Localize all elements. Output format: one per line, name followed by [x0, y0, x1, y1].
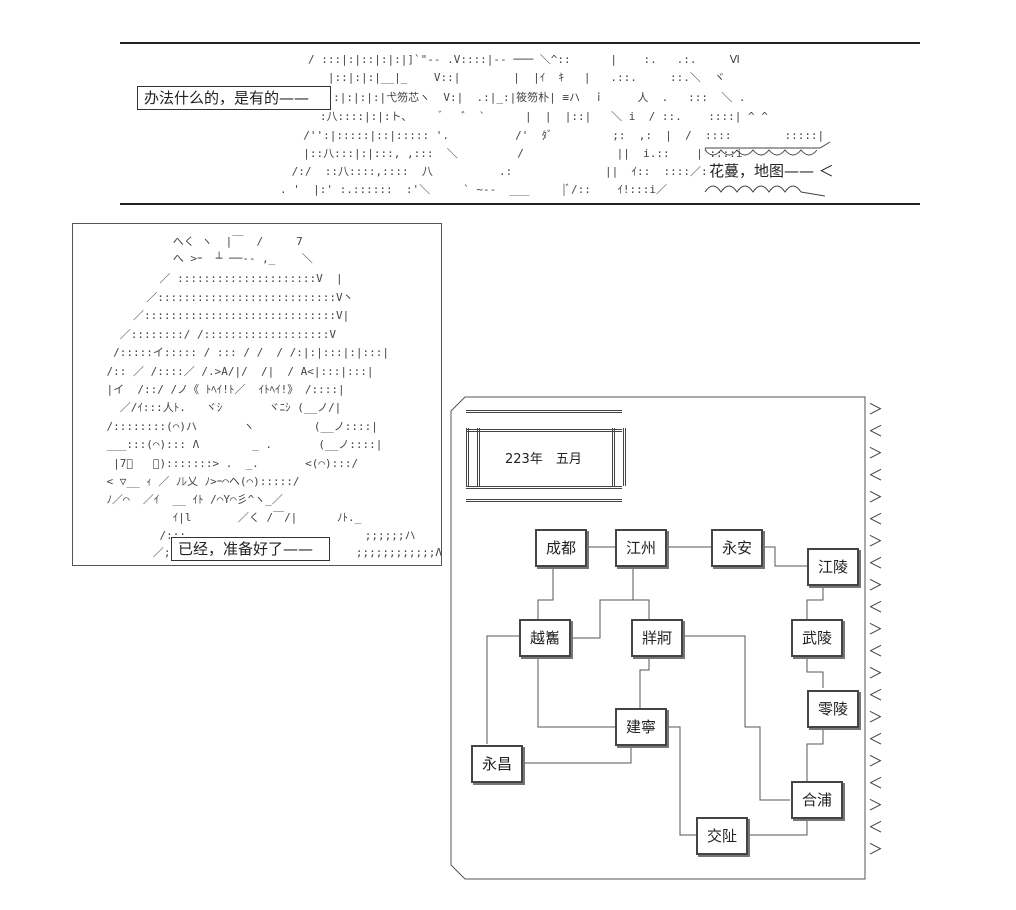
banner-art-line: :八::::|:|:ト、 ゙ ゛ ` | | |::| ＼ i / ::. ::…	[300, 110, 768, 123]
banner-art-line: . ' |:' :.:::::: :'＼ ` ~-- ___ |ﾞ/:: ｲ!:…	[280, 183, 667, 196]
map-right-zigzag: ＞ ＜ ＞ ＜ ＞ ＜ ＞ ＜ ＞ ＜ ＞ ＜ ＞ ＜ ＞ ＜ ＞ ＜ ＞ ＜ …	[868, 400, 884, 858]
node-yongchang: 永昌	[471, 745, 523, 783]
node-jiangzhou: 江州	[615, 529, 667, 567]
ruffle-decoration	[704, 141, 831, 197]
portrait-art-line: ／ :::::::::::::::::::::V |	[80, 272, 343, 285]
portrait-art-line: /::::::::(⌒)ハ ヽ (__ノ::::|	[80, 420, 378, 433]
route-jianning-yongchang	[520, 745, 632, 764]
route-jiangzhou-yuesui	[569, 566, 634, 639]
node-lingling: 零陵	[807, 690, 859, 728]
portrait-art-line: ﾉ／⌒ ／ｲ __ ｲﾄ /⌒Y⌒彡^ヽ_／	[80, 493, 283, 506]
banner-bottom-rule	[120, 203, 920, 205]
portrait-frame	[72, 223, 442, 566]
node-hepu: 合浦	[791, 781, 843, 819]
route-jiangzhou-zangke	[632, 566, 650, 619]
node-yuesui: 越雟	[519, 619, 571, 657]
portrait-art-line: < ▽__ ｨ ／ ﾉﾚ乂 ﾉ>ｰ⌒ヘ(⌒):::::/	[80, 475, 300, 488]
route-jiaozhi-hepu	[745, 818, 808, 836]
banner-right-speech: 花蔓，地图—— ＜	[707, 160, 836, 181]
map-frame	[450, 396, 866, 880]
node-chengdu: 成都	[535, 529, 587, 567]
banner-art-line: /:/ ::八::::,:::: 八 .: || ｲ:: ::::／:i	[285, 165, 715, 178]
route-chengdu-yuesui	[537, 566, 554, 619]
route-lingling-hepu	[806, 727, 824, 781]
banner-art-line: : ::|:|:|:|:|弋笏芯ヽ V:| .:|_:|筱笏朴| ≡ハ ｉ 人 …	[300, 91, 746, 104]
portrait-art-line: |7ﾞ ￣):::::::> . _. <(⌒):::/	[80, 457, 359, 470]
banner-art-line: |::|:|:|__|_ V::| | |ｲ ｷ | .::. ::.＼ ヾ	[308, 71, 726, 84]
portrait-speech: 已经，准备好了——	[171, 537, 330, 561]
node-jiaozhi: 交阯	[696, 817, 748, 855]
route-zangke-hepu	[682, 635, 790, 801]
portrait-art-line: ___:::(⌒)::: Λ _ . (__ノ::::|	[80, 438, 383, 451]
banner-art-line: / :::|:|::|:|:|]`"-- .V::::|-- ─── ＼^:: …	[308, 53, 740, 66]
node-wuling: 武陵	[791, 619, 843, 657]
banner-art-line: |::八:::|:|:::, ,::: ＼ / || i.:: |`::::i	[290, 147, 743, 160]
portrait-art-line: へく ヽ |￣ / 7	[80, 235, 303, 248]
portrait-art-line: ／:::::::::::::::::::::::::::::V|	[80, 309, 350, 322]
route-yuesui-jianning	[537, 656, 615, 728]
map-date-label: 223年 五月	[505, 452, 582, 467]
node-jianning: 建寧	[615, 708, 667, 746]
banner-top-rule	[120, 42, 920, 44]
node-jiangling: 江陵	[807, 548, 859, 586]
node-yongan: 永安	[711, 529, 763, 567]
banner-art-line: /'':|:::::|::|::::: '. /' ﾀﾞ ;: ,: | / :…	[290, 129, 825, 142]
date-box-frame	[466, 410, 626, 502]
route-wuling-lingling	[806, 656, 824, 688]
portrait-art-line: ／:::::::::::::::::::::::::::V丶	[80, 291, 354, 304]
route-zangke-jianning	[639, 656, 650, 708]
route-yuesui-yongchang	[486, 635, 519, 744]
portrait-art-line: |イ /::/ /ノ《 ﾄﾍｲ!ﾄ／ ｲﾄﾍｲ!》 /::::|	[80, 383, 345, 396]
portrait-art-line: ／/ｲ:::人ﾄ. ヾｼ ヾﾆｼ (__ノ/|	[80, 401, 342, 414]
route-jiangling-wuling	[806, 584, 824, 619]
route-yongan-jiangling	[762, 546, 807, 567]
portrait-art-line: ／::::::::/ /:::::::::::::::::::V	[80, 328, 337, 341]
portrait-art-line: /:: ／ /::::／ /.>A/|/ /| / A<|:::|:::|	[80, 365, 374, 378]
banner-left-speech: 办法什么的，是有的——	[137, 86, 331, 110]
route-jianning-jiaozhi	[665, 726, 696, 836]
portrait-art-line: /:::::イ::::: / ::: / / / /:|:|:::|:|:::|	[80, 346, 390, 359]
portrait-art-line: ｲ|l ／く /￣/| ﾉﾄ._	[80, 511, 362, 524]
portrait-art-line: へ >ｰ ┴ ──‐- ,_ ＼	[80, 252, 313, 265]
node-zangke: 牂牁	[631, 619, 683, 657]
